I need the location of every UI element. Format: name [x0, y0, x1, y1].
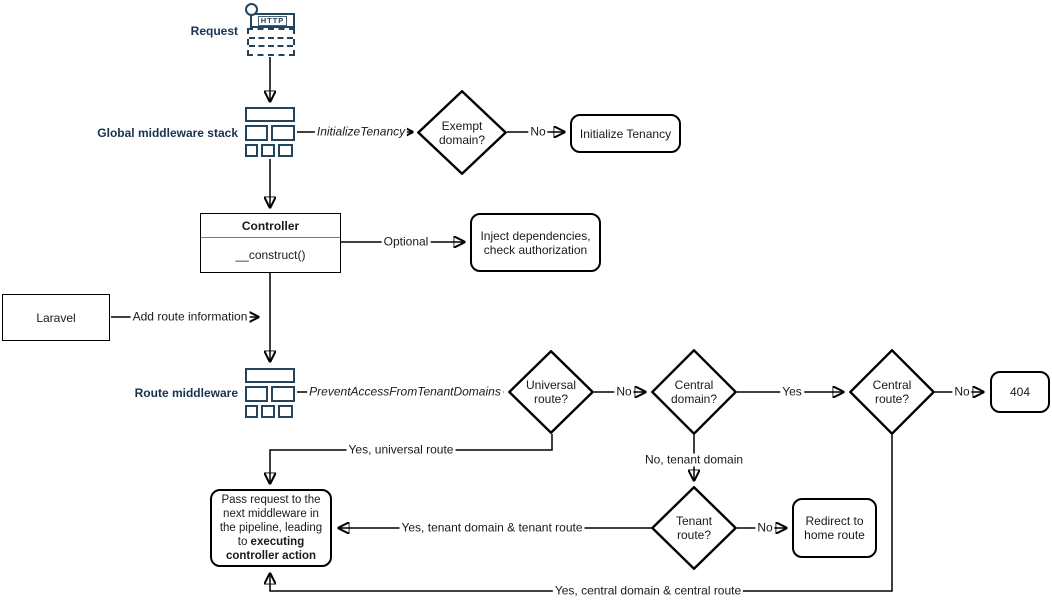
edge-label-central-domain-yes: Yes — [780, 384, 804, 399]
pass-request-label: Pass request to the next middleware in t… — [219, 494, 323, 562]
edge-label-universal-no: No — [614, 384, 634, 399]
edge-label-tenant-route-no: No — [755, 520, 775, 535]
initialize-tenancy-box: Initialize Tenancy — [570, 114, 681, 153]
pass-request-bold: executing controller action — [225, 536, 317, 562]
diamond-shape — [849, 349, 935, 435]
laravel-box: Laravel — [2, 294, 110, 341]
exempt-domain-label: Exempt domain? — [438, 118, 486, 147]
controller-method: __construct() — [235, 248, 306, 262]
request-label: Request — [190, 24, 238, 38]
diamond-shape — [508, 350, 594, 434]
universal-route-label: Universal route? — [525, 378, 576, 406]
pass-request-box: Pass request to the next middleware in t… — [210, 489, 332, 567]
http-request-icon: HTTP — [245, 3, 295, 56]
edge-label-optional: Optional — [381, 234, 431, 249]
central-route-decision: Central route? — [849, 349, 935, 435]
diamond-shape — [651, 349, 737, 435]
inject-dependencies-label: Inject dependencies, check authorization — [480, 228, 591, 257]
redirect-home-box: Redirect to home route — [792, 498, 877, 558]
inject-dependencies-box: Inject dependencies, check authorization — [470, 213, 601, 272]
route-middleware-label: Route middleware — [134, 386, 238, 400]
redirect-home-label: Redirect to home route — [804, 514, 865, 542]
global-middleware-stack-icon — [245, 107, 295, 157]
route-middleware-icon — [245, 368, 295, 418]
edge-label-central-route-no: No — [952, 384, 972, 399]
http-header-box: HTTP — [250, 13, 295, 28]
edge-label-no-tenant-domain: No, tenant domain — [642, 452, 746, 467]
request-body-box — [247, 28, 295, 56]
diamond-shape — [417, 90, 507, 175]
edge-label-exempt-no: No — [528, 124, 548, 139]
not-found-box: 404 — [990, 371, 1050, 413]
tenant-route-label: Tenant route? — [675, 514, 713, 542]
exempt-domain-decision: Exempt domain? — [417, 90, 507, 175]
edge-label-add-route-information: Add route information — [130, 309, 250, 324]
http-label: HTTP — [257, 15, 288, 26]
edge-universal-yes-to-pass-request — [270, 434, 553, 483]
tenant-route-decision: Tenant route? — [651, 486, 737, 570]
controller-title: Controller — [201, 214, 340, 238]
diamond-shape — [651, 486, 737, 570]
central-route-label: Central route? — [872, 378, 912, 406]
edge-label-yes-universal-route: Yes, universal route — [346, 442, 456, 457]
central-domain-decision: Central domain? — [651, 349, 737, 435]
global-middleware-stack-label: Global middleware stack — [97, 126, 238, 140]
edge-label-yes-central-domain-route: Yes, central domain & central route — [552, 583, 744, 598]
edge-label-prevent-access: PreventAccessFromTenantDomains — [307, 384, 503, 399]
universal-route-decision: Universal route? — [508, 350, 594, 434]
request-circle-icon — [245, 3, 258, 16]
controller-box: Controller __construct() — [200, 213, 341, 273]
edge-label-yes-tenant-domain-route: Yes, tenant domain & tenant route — [399, 520, 585, 535]
edge-label-initialize-tenancy: InitializeTenancy — [314, 124, 408, 139]
central-domain-label: Central domain? — [670, 378, 718, 406]
